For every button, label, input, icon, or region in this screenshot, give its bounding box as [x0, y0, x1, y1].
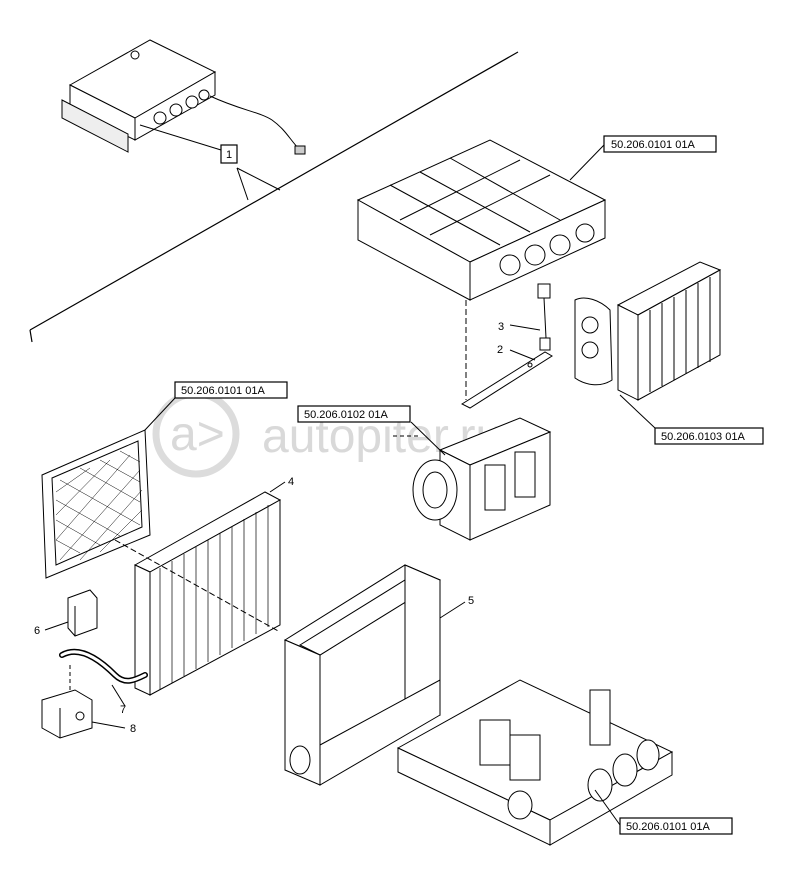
- callout-part-4: 4: [269, 476, 294, 493]
- bracket-strip-drawing: [460, 351, 553, 409]
- blower-assembly-drawing: [412, 417, 552, 541]
- reference-label-top-housing: 50.206.0101 01A: [611, 139, 695, 151]
- foam-pad-drawing: [67, 589, 98, 637]
- callout-label-4: 4: [288, 476, 294, 488]
- reference-bottom-housing: 50.206.0101 01A: [594, 789, 733, 835]
- assembly-guide-line-evaporator: [114, 539, 281, 633]
- connector-cable-drawing: [537, 283, 551, 351]
- reference-heater-core: 50.206.0103 01A: [619, 394, 764, 445]
- callout-label-5: 5: [468, 595, 474, 607]
- bottom-housing-drawing: [396, 679, 674, 846]
- callout-label-3: 3: [498, 321, 504, 333]
- reference-filter: 50.206.0101 01A: [144, 381, 288, 431]
- callout-label-2: 2: [497, 344, 503, 356]
- callout-part-6: 6: [34, 621, 69, 637]
- reference-label-bottom-housing: 50.206.0101 01A: [626, 821, 710, 833]
- callout-label-7: 7: [120, 704, 126, 716]
- top-housing-drawing: [356, 139, 607, 301]
- housing-frame-drawing: [283, 564, 442, 786]
- callout-label-6: 6: [34, 625, 40, 637]
- reference-label-filter: 50.206.0101 01A: [181, 385, 265, 397]
- reference-top-housing: 50.206.0101 01A: [569, 135, 717, 181]
- section-divider-lines: [29, 51, 519, 343]
- callout-group-1: 1: [139, 124, 281, 201]
- callout-label-1: 1: [226, 149, 232, 161]
- callout-part-8: 8: [91, 721, 136, 735]
- callout-part-3: 3: [498, 321, 541, 333]
- heater-core-drawing: [574, 261, 722, 401]
- callout-part-2: 2: [497, 344, 536, 361]
- expansion-valve-drawing: [41, 689, 93, 739]
- control-module-drawing: [61, 39, 306, 155]
- reference-blower: 50.206.0102 01A: [297, 405, 446, 456]
- callout-part-7: 7: [111, 684, 126, 716]
- watermark-logo-mark: a>: [170, 408, 225, 461]
- hose-drawing: [59, 648, 148, 684]
- callout-label-8: 8: [130, 723, 136, 735]
- reference-label-heater-core: 50.206.0103 01A: [661, 431, 745, 443]
- cabin-filter-drawing: [41, 429, 151, 579]
- evaporator-drawing: [133, 491, 282, 696]
- callout-part-5: 5: [439, 595, 474, 619]
- reference-label-blower: 50.206.0102 01A: [304, 409, 388, 421]
